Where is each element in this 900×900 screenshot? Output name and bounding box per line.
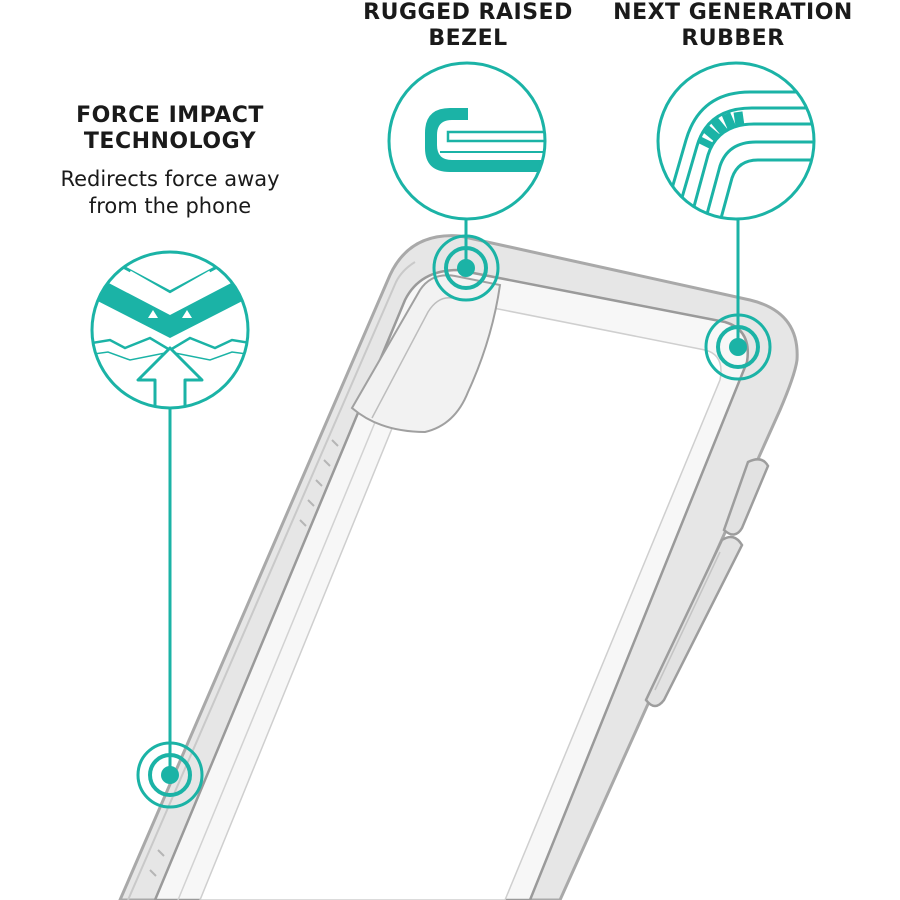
target-marker-rubber — [704, 313, 772, 381]
phone-case — [118, 234, 799, 900]
force-impact-description-line2: from the phone — [88, 194, 252, 218]
force-impact-icon — [90, 250, 250, 410]
case-left-edge — [127, 261, 416, 900]
button-cover-upper — [722, 458, 770, 536]
rubber-corner-icon — [656, 61, 816, 221]
next-gen-rubber-heading-line1: NEXT GENERATION — [613, 0, 853, 25]
target-marker-force — [136, 741, 204, 809]
camera-cutout — [350, 274, 502, 434]
rugged-bezel-heading-line2: BEZEL — [428, 26, 508, 51]
target-marker-bezel — [432, 234, 500, 302]
side-grip-ridges — [149, 439, 339, 877]
force-impact-description: Redirects force away from the phone — [30, 166, 310, 220]
force-impact-description-line1: Redirects force away — [60, 167, 280, 191]
force-impact-heading: FORCE IMPACT TECHNOLOGY — [40, 103, 300, 155]
next-gen-rubber-heading: NEXT GENERATION RUBBER — [600, 0, 866, 52]
next-gen-rubber-heading-line2: RUBBER — [681, 26, 785, 51]
rugged-bezel-heading: RUGGED RAISED BEZEL — [340, 0, 596, 52]
force-impact-heading-line1: FORCE IMPACT — [76, 103, 264, 128]
rugged-bezel-heading-line1: RUGGED RAISED — [363, 0, 573, 25]
bezel-profile-icon — [387, 61, 547, 221]
force-impact-heading-line2: TECHNOLOGY — [83, 129, 257, 154]
button-cover-lower — [644, 535, 744, 708]
